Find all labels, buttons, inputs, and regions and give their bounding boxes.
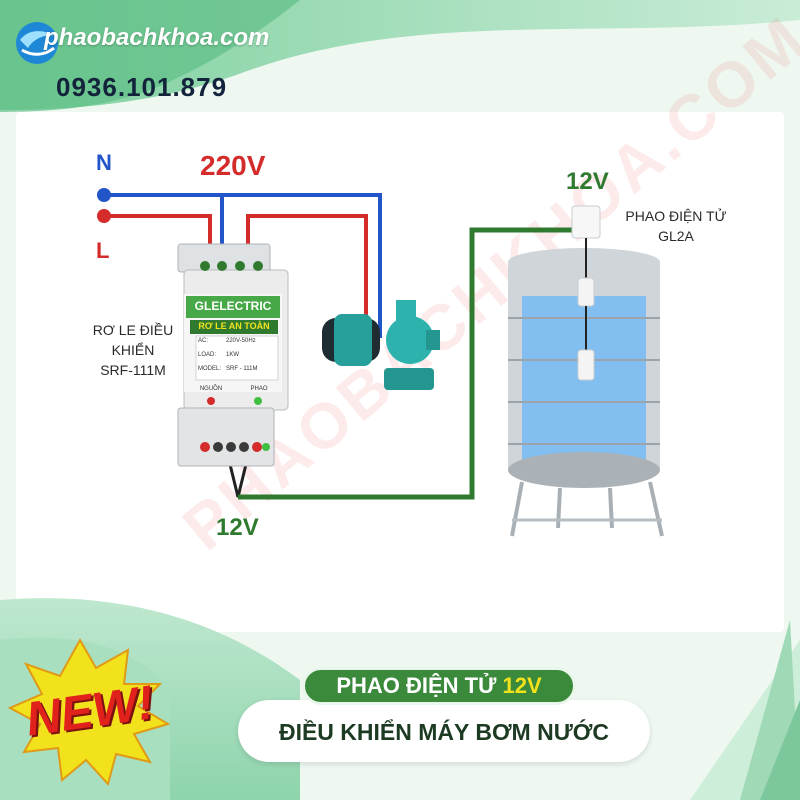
relay-caption-3: SRF-111M <box>100 362 166 378</box>
relay-ac-value: 220V-50Hz <box>226 338 256 344</box>
new-badge-burst <box>7 637 171 787</box>
water-pump <box>322 300 440 390</box>
wire-red-pump <box>246 214 368 338</box>
relay-model-value: SRF - 111M <box>226 366 258 372</box>
banner-title-highlight: 12V <box>502 673 542 698</box>
banner-subtitle: ĐIỀU KHIỂN MÁY BƠM NƯỚC <box>238 700 650 762</box>
wire-blue-pump <box>104 193 382 338</box>
label-220v: 220V <box>200 150 266 181</box>
float-name: PHAO ĐIỆN TỬ <box>625 208 727 224</box>
wire-red-relay <box>104 214 212 248</box>
banner-subtitle-text: ĐIỀU KHIỂN MÁY BƠM NƯỚC <box>278 719 610 745</box>
relay-title: RƠ LE AN TOÀN <box>198 321 270 331</box>
float-model: GL2A <box>658 228 694 244</box>
relay-load-value: 1KW <box>226 352 240 358</box>
brand-site[interactable]: phaobachkhoa.com <box>44 24 270 51</box>
brand-phone[interactable]: 0936.101.879 <box>56 72 228 102</box>
relay-caption-1: RƠ LE ĐIỀU <box>92 322 174 338</box>
relay-led-float-label: PHAO <box>250 386 268 392</box>
relay-led-power-label: NGUỒN <box>199 386 223 392</box>
float-sensor <box>571 205 601 381</box>
float-led <box>254 397 262 405</box>
power-led <box>207 397 215 405</box>
relay-ac-label: AC: <box>198 338 209 344</box>
relay-box <box>177 243 289 467</box>
globe-icon <box>16 22 58 64</box>
relay-model-label: MODEL: <box>198 366 222 372</box>
wire-green-float <box>238 227 588 500</box>
relay-brand: GLELECTRIC <box>194 299 272 313</box>
relay-load-label: LOAD: <box>198 352 217 358</box>
label-12v-top: 12V <box>566 168 609 195</box>
label-neutral: N <box>96 150 112 175</box>
banner-title-prefix: PHAO ĐIỆN TỬ <box>336 673 497 698</box>
label-live: L <box>96 238 110 263</box>
relay-caption-2: KHIỂN <box>111 342 155 358</box>
label-12v-bottom: 12V <box>216 514 259 541</box>
banner-title: PHAO ĐIỆN TỬ 12V <box>302 667 576 705</box>
